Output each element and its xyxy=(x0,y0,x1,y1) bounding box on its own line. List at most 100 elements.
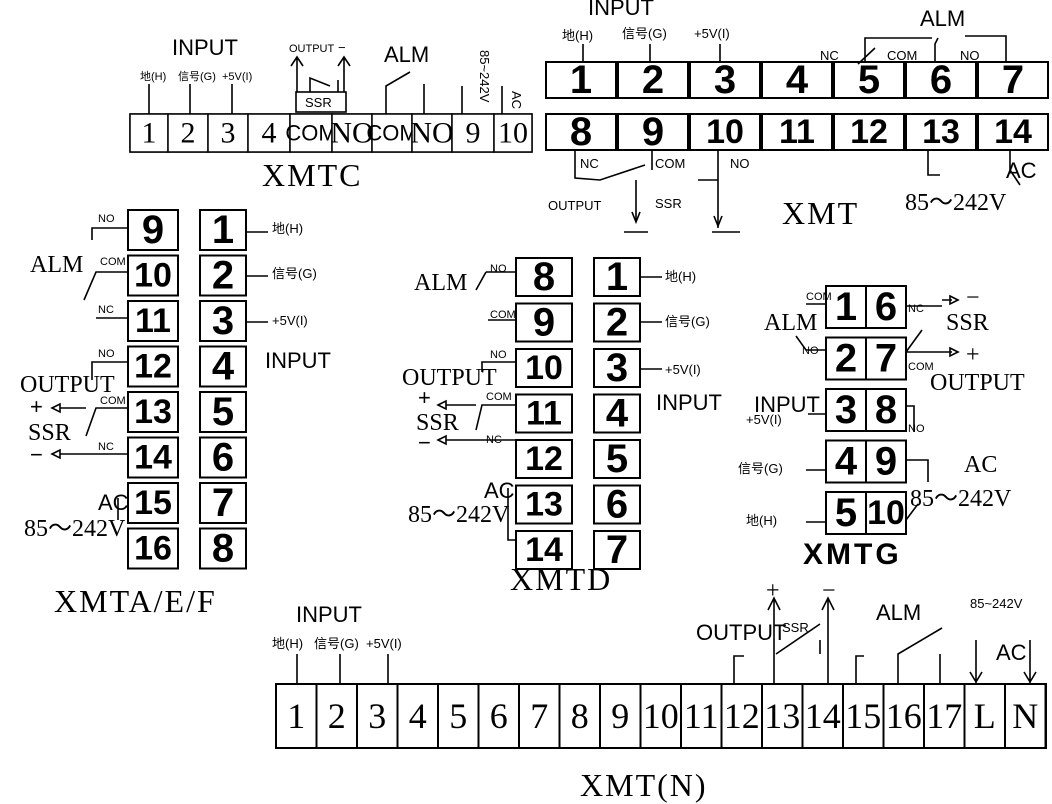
xmt-terminal-bottom-9-box xyxy=(617,113,689,151)
xmta-terminal-16-box xyxy=(127,527,179,570)
xmt-signal-label: 信号(G) xyxy=(622,26,667,41)
xmtn-terminal-11: 11 xyxy=(684,696,719,736)
xmt-no-label: NO xyxy=(960,48,980,63)
xmtc-terminal-6: NO xyxy=(330,117,373,150)
xmta-terminal-12-box xyxy=(127,345,179,388)
xmtd-terminal-7-box xyxy=(593,530,641,570)
xmtg-signal-label: 信号(G) xyxy=(738,461,783,476)
xmtc-terminal-7: COM xyxy=(366,121,417,146)
xmtd-terminal-1-box xyxy=(593,257,641,297)
xmtn-terminal-12: 12 xyxy=(724,696,760,736)
xmt-com-label: COM xyxy=(887,48,917,63)
xmtg-terminal-1: 1 xyxy=(835,285,857,329)
xmta-terminal-6: 6 xyxy=(212,436,234,480)
xmt-terminal-top-6-box xyxy=(905,61,977,99)
xmtd-terminal-14-box xyxy=(515,530,573,570)
xmt-input-label: INPUT xyxy=(588,0,654,20)
xmta-terminal-4: 4 xyxy=(212,345,235,389)
xmtn-terminal-11-box xyxy=(680,683,723,749)
xmta-terminal-8-box xyxy=(199,527,247,570)
xmtn-terminal-2-box xyxy=(315,683,358,749)
xmta-title: XMTA/E/F xyxy=(54,583,217,619)
xmt-terminal-top-3: 3 xyxy=(714,58,736,102)
xmtc-input-label: INPUT xyxy=(172,35,238,60)
xmta-terminal-6-box xyxy=(199,436,247,479)
xmtd-terminal-13: 13 xyxy=(525,486,563,524)
xmtd-terminal-2-box xyxy=(593,302,641,343)
xmt-terminal-bottom-14: 14 xyxy=(994,113,1032,151)
xmtd-title: XMTD xyxy=(510,561,612,597)
xmtg-terminal-7-box xyxy=(865,336,907,381)
xmtg-ssr-label: SSR xyxy=(946,310,989,336)
xmta-terminal-10: 10 xyxy=(134,257,172,295)
xmtd-alm-label: ALM xyxy=(414,270,467,296)
xmta-5v-label: +5V(I) xyxy=(272,313,308,328)
xmt-terminal-bottom-10-box xyxy=(689,113,761,151)
xmta-output-label: OUTPUT xyxy=(20,372,115,398)
xmta-terminal-9-box xyxy=(127,209,179,251)
xmtn-alm-label: ALM xyxy=(876,600,921,625)
xmtn-terminal-10-box xyxy=(639,683,682,749)
xmtg-terminal-6: 6 xyxy=(875,285,897,329)
xmt-output-label: OUTPUT xyxy=(548,198,602,213)
xmtd-terminal-3: 3 xyxy=(606,346,628,390)
xmtg-title: XMTG xyxy=(803,538,902,571)
xmt-terminal-top-4: 4 xyxy=(786,58,809,102)
xmtg-com2-label: COM xyxy=(908,361,934,373)
xmtn-terminal-7: 7 xyxy=(530,696,548,736)
xmtd-terminal-7: 7 xyxy=(606,528,628,572)
xmtc-title: XMTC xyxy=(262,157,362,193)
xmtg-output-label: OUTPUT xyxy=(930,370,1025,396)
xmtn-terminal-N: N xyxy=(1012,696,1038,736)
xmta-terminal-12: 12 xyxy=(134,348,172,386)
xmtc-minus: − xyxy=(338,40,346,55)
xmta-terminal-1-box xyxy=(199,209,247,251)
xmt-terminal-top-1-box xyxy=(545,61,617,99)
xmt-nc-label: NC xyxy=(820,48,839,63)
xmta-terminal-9: 9 xyxy=(142,208,164,252)
xmt-terminal-bottom-8: 8 xyxy=(570,110,592,154)
xmtg-no-label: NO xyxy=(802,345,819,357)
xmtg-terminal-4: 4 xyxy=(835,440,858,484)
xmt-ssr-label: SSR xyxy=(655,196,682,211)
xmtd-terminal-5-box xyxy=(593,439,641,479)
xmtn-title: XMT(N) xyxy=(580,767,708,803)
xmtc-terminal-10: 10 xyxy=(498,117,528,150)
xmta-signal-label: 信号(G) xyxy=(272,266,317,281)
xmtd-terminal-2: 2 xyxy=(606,301,628,345)
xmtn-terminal-L: L xyxy=(974,696,996,736)
xmtd-terminal-10-box xyxy=(515,348,573,388)
xmtc-terminal-7-box xyxy=(371,113,413,153)
xmtn-minus: − xyxy=(822,578,836,604)
xmtc-ssr-label: SSR xyxy=(305,95,332,110)
xmtc-terminal-1: 1 xyxy=(142,117,157,150)
xmtn-ac-label: AC xyxy=(996,640,1027,665)
xmtd-terminal-10: 10 xyxy=(525,349,563,387)
xmta-terminal-16: 16 xyxy=(134,530,172,568)
xmtn-terminal-3: 3 xyxy=(368,696,386,736)
xmtg-terminal-3: 3 xyxy=(835,388,857,432)
xmt-alm-label: ALM xyxy=(920,6,965,31)
xmtc-terminal-10-box xyxy=(493,113,533,153)
xmtd-terminal-4: 4 xyxy=(606,392,629,436)
xmtn-terminal-5-box xyxy=(437,683,480,749)
xmtd-terminal-8: 8 xyxy=(533,255,555,299)
xmta-terminal-14-box xyxy=(127,436,179,479)
xmtc-terminal-8: NO xyxy=(410,117,453,150)
xmt-terminal-bottom-13-box xyxy=(905,113,977,151)
xmt-terminal-top-7-box xyxy=(977,61,1049,99)
xmta-terminal-10-box xyxy=(127,254,179,297)
xmta-power-label: 85～242V xyxy=(24,516,126,542)
xmtn-terminal-13: 13 xyxy=(764,696,800,736)
xmtc-terminal-5-box xyxy=(289,113,333,153)
xmtg-ac-label: AC xyxy=(964,452,997,478)
xmta-ac-label: AC xyxy=(98,490,129,515)
xmt-ac-label: AC xyxy=(1006,158,1037,183)
xmt-com-bottom: COM xyxy=(655,156,685,171)
xmtg-com-label: COM xyxy=(806,291,832,303)
xmta-terminal-1: 1 xyxy=(212,208,234,252)
xmt-terminal-top-3-box xyxy=(689,61,761,99)
